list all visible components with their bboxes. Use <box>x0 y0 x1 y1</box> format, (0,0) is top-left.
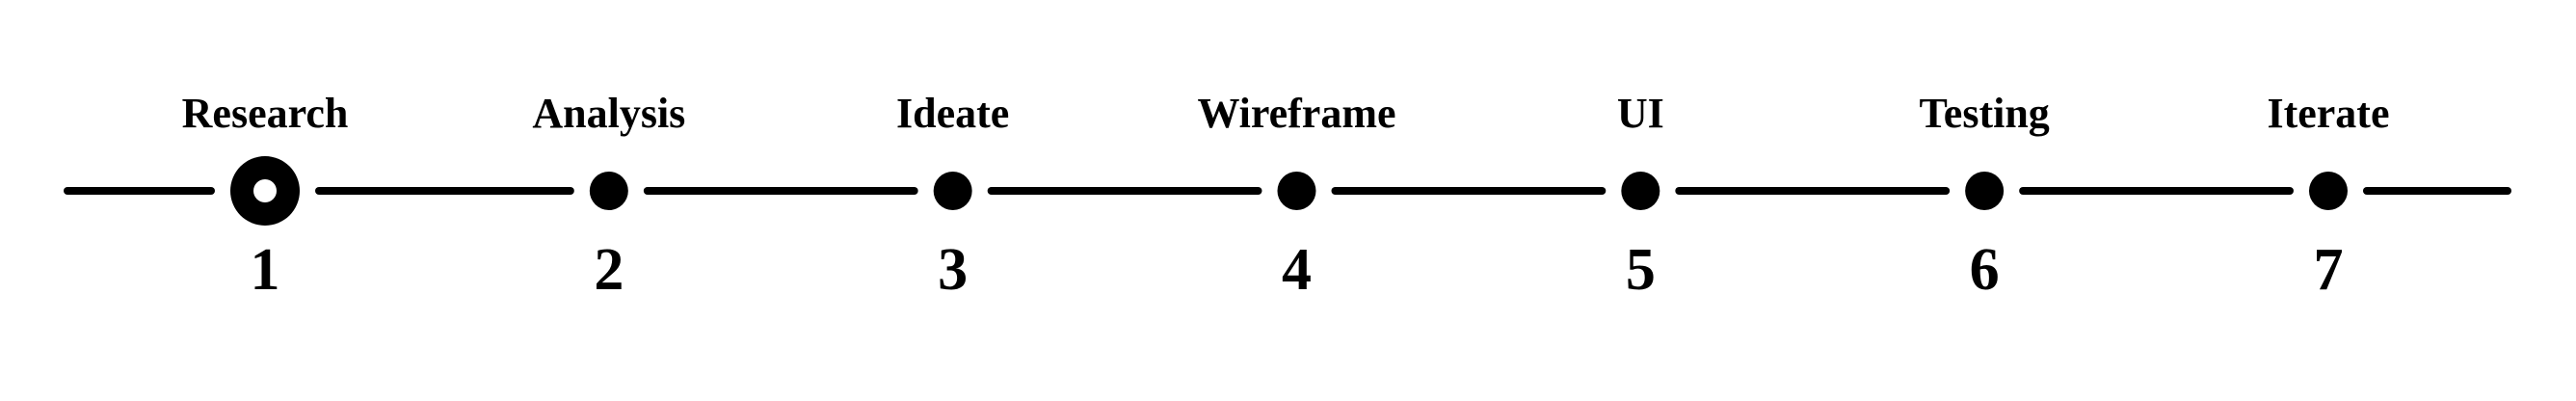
step-number-1: 1 <box>251 237 280 303</box>
step-node-ideate <box>933 172 972 210</box>
step-label-wireframe: Wireframe <box>1197 90 1395 137</box>
step-number-6: 6 <box>1970 237 2000 303</box>
timeline-numbers: 1 2 3 4 5 6 7 <box>251 237 2344 303</box>
step-label-ideate: Ideate <box>896 90 1009 137</box>
current-step-center <box>253 179 277 202</box>
step-node-analysis <box>589 172 628 210</box>
step-label-ui: UI <box>1617 90 1664 137</box>
step-node-ui <box>1621 172 1660 210</box>
timeline-nodes <box>230 156 2348 226</box>
step-node-wireframe <box>1277 172 1316 210</box>
step-label-analysis: Analysis <box>532 90 685 137</box>
step-number-2: 2 <box>594 237 624 303</box>
step-number-7: 7 <box>2313 237 2343 303</box>
step-label-research: Research <box>182 90 349 137</box>
current-step-node <box>230 156 300 226</box>
step-number-3: 3 <box>938 237 968 303</box>
timeline-labels: Research Analysis Ideate Wireframe UI Testing… <box>182 90 2390 137</box>
step-number-5: 5 <box>1626 237 1656 303</box>
step-node-iterate <box>2308 172 2348 210</box>
step-node-testing <box>1965 172 2005 210</box>
step-number-4: 4 <box>1282 237 1312 303</box>
step-label-iterate: Iterate <box>2267 90 2389 137</box>
step-label-testing: Testing <box>1919 90 2049 137</box>
